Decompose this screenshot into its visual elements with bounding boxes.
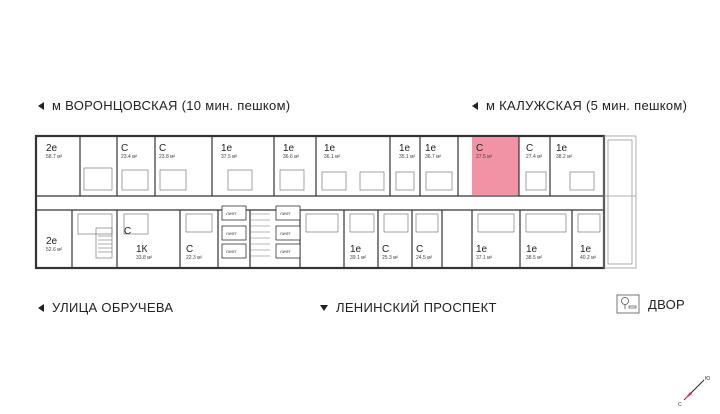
metro-voroncovskaya-label: м ВОРОНЦОВСКАЯ (10 мин. пешком) [38,98,290,113]
compass-south: С [678,402,682,408]
interior-fixtures [77,167,601,259]
top-unit-area-8: 27.5 м² [476,154,493,160]
leninsky-prospekt-label: ЛЕНИНСКИЙ ПРОСПЕКТ [320,300,497,315]
top-unit-area-9: 27.4 м² [526,154,543,160]
top-unit-area-3: 37.5 м² [221,154,238,160]
bottom-unit-type-9: 1е [580,244,592,255]
bottom-unit-area-3: 22.3 м² [186,255,203,261]
top-unit-type-6: 1е [399,143,411,154]
bottom-unit-type-0: 2е [46,236,58,247]
metro-kaluzhskaya-label: м КАЛУЖСКАЯ (5 мин. пешком) [472,98,687,113]
tree-bench-icon [616,294,640,314]
arrow-left-icon [38,101,44,110]
lift-label-5: ЛИФТ [280,249,291,254]
lift-label-4: ЛИФТ [280,231,291,236]
lift-label-2: ЛИФТ [226,249,237,254]
top-unit-type-2: С [159,143,166,154]
top-unit-type-3: 1е [221,143,233,154]
yard-label: ДВОР [616,294,685,314]
metro-voroncovskaya-text: м ВОРОНЦОВСКАЯ (10 мин. пешком) [52,98,291,113]
bottom-unit-type-4: 1е [350,244,362,255]
metro-kaluzhskaya-text: м КАЛУЖСКАЯ (5 мин. пешком) [486,98,688,113]
top-unit-area-5: 36.1 м² [324,154,341,160]
lift-label-1: ЛИФТ [226,231,237,236]
street-obrucheva-text: УЛИЦА ОБРУЧЕВА [52,300,174,315]
arrow-down-icon [320,304,328,311]
lift-labels: ЛИФТ ЛИФТ ЛИФТ ЛИФТ ЛИФТ ЛИФТ [226,211,291,254]
lift-label-3: ЛИФТ [280,211,291,216]
top-unit-area-10: 38.2 м² [556,154,573,160]
bottom-unit-area-0: 52.6 м² [46,247,63,253]
bottom-unit-type-3: С [186,244,193,255]
compass-north: Ю [705,376,710,382]
bottom-unit-type-5: С [382,244,389,255]
top-unit-type-0: 2е [46,143,58,154]
top-unit-type-1: С [121,143,128,154]
bottom-unit-area-5: 25.3 м² [382,255,399,261]
arrow-left-icon [472,101,478,110]
top-unit-area-7: 36.7 м² [425,154,442,160]
bottom-unit-type-1: С [124,226,131,237]
top-unit-area-2: 23.8 м² [159,154,176,160]
top-unit-type-7: 1е [425,143,437,154]
bottom-unit-type-2: 1К [136,244,148,255]
top-unit-area-4: 36.6 м² [283,154,300,160]
top-unit-type-4: 1е [283,143,295,154]
bottom-unit-area-7: 37.1 м² [476,255,493,261]
lift-shafts [221,205,301,259]
highlighted-apartment [472,137,519,195]
bottom-unit-area-4: 39.1 м² [350,255,367,261]
bottom-unit-type-6: С [416,244,423,255]
arrow-left-icon [38,303,44,312]
top-unit-area-6: 35.1 м² [399,154,416,160]
top-unit-area-0: 58.7 м² [46,154,63,160]
bottom-unit-type-7: 1е [476,244,488,255]
bottom-unit-area-9: 40.2 м² [580,255,597,261]
top-unit-type-8: С [476,143,483,154]
bottom-unit-area-8: 38.5 м² [526,255,543,261]
leninsky-prospekt-text: ЛЕНИНСКИЙ ПРОСПЕКТ [336,300,497,315]
top-unit-type-5: 1е [324,143,336,154]
lift-label-0: ЛИФТ [226,211,237,216]
compass-icon: Ю С [678,376,710,408]
top-unit-area-1: 23.4 м² [121,154,138,160]
top-unit-type-10: 1е [556,143,568,154]
bottom-unit-area-6: 24.5 м² [416,255,433,261]
yard-text: ДВОР [648,296,686,312]
terrace [603,135,637,269]
street-obrucheva-label: УЛИЦА ОБРУЧЕВА [38,300,173,315]
bottom-unit-area-2: 33.8 м² [136,255,153,261]
top-unit-type-9: С [526,143,533,154]
bottom-unit-type-8: 1е [526,244,538,255]
top-partitions [79,136,551,196]
